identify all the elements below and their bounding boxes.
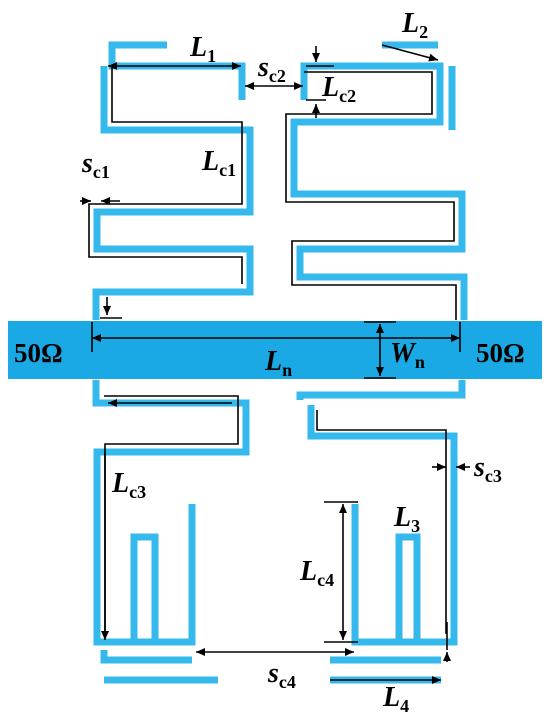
resonator-upper-left [88,41,254,320]
label-sc3: sc3 [473,452,502,486]
resonator-lower-left [92,380,250,684]
label-Wn: Wn [390,338,425,372]
label-L2: L2 [401,8,428,42]
dim-L2 [381,44,439,62]
label-Lc4: Lc4 [299,556,334,590]
label-Lc1: Lc1 [201,146,236,180]
label-L1: L1 [189,32,216,66]
label-sc4: sc4 [267,658,296,692]
dimension-lines [80,44,470,684]
label-Lc2: Lc2 [321,72,356,106]
port-right-label: 50Ω [476,338,525,368]
label-sc1: sc1 [81,148,110,182]
label-L3: L3 [393,502,420,536]
feedline [8,321,542,379]
label-Ln: Ln [264,346,292,380]
resonator-upper-right [285,41,468,320]
dimension-labels: L1 L2 sc2 Lc2 Lc1 sc1 Ln Wn Lc3 sc3 L3 L… [81,8,502,716]
resonator-lower-right [296,380,466,684]
label-sc2: sc2 [257,52,286,86]
label-L4: L4 [382,682,409,716]
label-Lc3: Lc3 [111,468,146,502]
port-left-label: 50Ω [14,338,63,368]
